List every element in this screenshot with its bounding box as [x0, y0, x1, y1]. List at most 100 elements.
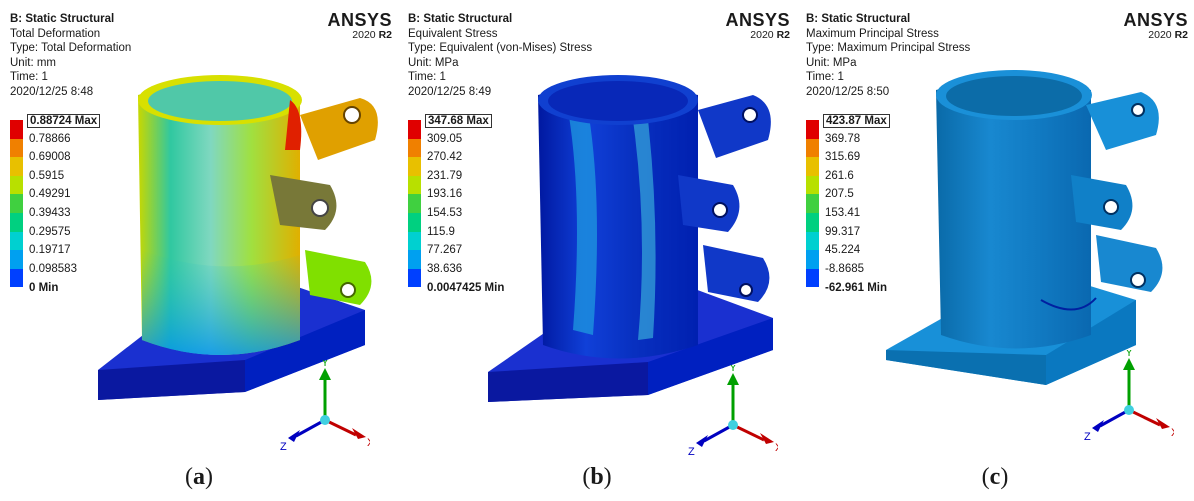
- brand-name: ANSYS: [725, 10, 790, 30]
- brand-name: ANSYS: [327, 10, 392, 30]
- legend-label: 309.05: [427, 132, 463, 145]
- legend-label: 154.53: [427, 206, 463, 219]
- figure-caption: (a): [0, 464, 398, 491]
- axis-z-label: Z: [688, 446, 695, 458]
- legend-swatch: [10, 194, 23, 213]
- legend-label: 0.5915: [29, 169, 65, 182]
- legend-label: 369.78: [825, 132, 861, 145]
- legend-swatch: [408, 175, 421, 195]
- result-info: B: Static Structural Equivalent Stress T…: [408, 12, 592, 100]
- figure-caption: (c): [796, 464, 1194, 491]
- legend-min-label: 0 Min: [29, 281, 59, 294]
- equivalent-stress-contour-model: [488, 75, 773, 402]
- panel-maximum-principal-stress: B: Static Structural Maximum Principal S…: [796, 0, 1194, 501]
- caption-open: (: [185, 464, 193, 490]
- legend-max-label: 347.68 Max: [425, 114, 492, 128]
- result-time: Time: 1: [806, 71, 844, 84]
- legend-label: 315.69: [825, 151, 861, 164]
- ansys-logo: ANSYS 2020 R2: [725, 11, 790, 41]
- legend-label: 38.636: [427, 262, 463, 275]
- legend-swatch: [10, 231, 23, 251]
- caption-letter: c: [989, 464, 1001, 490]
- result-unit: Unit: MPa: [806, 56, 857, 69]
- legend-label: 77.267: [427, 244, 463, 257]
- legend-label: 0.19717: [29, 244, 71, 257]
- legend-label: 0.39433: [29, 206, 71, 219]
- legend-max-label: 423.87 Max: [823, 114, 890, 128]
- legend-swatch: [408, 250, 421, 269]
- axis-x-label: X: [367, 437, 370, 449]
- panel-total-deformation: B: Static Structural Total Deformation T…: [0, 0, 398, 501]
- result-info: B: Static Structural Total Deformation T…: [10, 12, 131, 100]
- legend-label: 0.69008: [29, 151, 71, 164]
- legend-label: 193.16: [427, 188, 463, 201]
- coordinate-triad: Y X Z: [280, 360, 370, 453]
- legend-label: 153.41: [825, 206, 861, 219]
- axis-y-label: Y: [729, 365, 737, 374]
- legend-swatch: [806, 138, 819, 158]
- legend-swatch: [806, 175, 819, 195]
- legend-label: 261.6: [825, 169, 854, 182]
- result-timestamp: 2020/12/25 8:48: [10, 85, 94, 98]
- coordinate-triad: Y X Z: [688, 365, 778, 458]
- axis-x-label: X: [775, 442, 778, 454]
- deformation-contour-model: [98, 75, 378, 400]
- legend-min-label: -62.961 Min: [825, 281, 887, 294]
- legend-swatch: [408, 231, 421, 251]
- legend-swatch: [10, 250, 23, 269]
- legend-swatch: [806, 157, 819, 176]
- legend-swatch: [10, 175, 23, 195]
- legend-swatch: [408, 138, 421, 158]
- axis-z-label: Z: [1084, 431, 1091, 443]
- legend-swatch: [10, 268, 23, 288]
- result-name: Total Deformation: [10, 27, 101, 40]
- caption-letter: b: [590, 464, 604, 490]
- caption-close: ): [603, 464, 612, 490]
- caption-open: (: [582, 464, 591, 490]
- result-type: Type: Equivalent (von-Mises) Stress: [408, 42, 593, 55]
- legend-label: -8.8685: [825, 262, 865, 275]
- result-timestamp: 2020/12/25 8:49: [408, 85, 492, 98]
- legend-label: 270.42: [427, 151, 463, 164]
- panel-equivalent-stress: B: Static Structural Equivalent Stress T…: [398, 0, 796, 501]
- legend-swatch: [806, 120, 819, 139]
- brand-name: ANSYS: [1123, 10, 1188, 30]
- figure-caption: (b): [398, 464, 796, 491]
- result-unit: Unit: MPa: [408, 56, 459, 69]
- result-name: Equivalent Stress: [408, 27, 498, 40]
- result-time: Time: 1: [10, 71, 48, 84]
- legend-swatch: [806, 250, 819, 269]
- analysis-title: B: Static Structural: [10, 13, 115, 25]
- result-unit: Unit: mm: [10, 56, 56, 69]
- legend-swatch: [10, 138, 23, 158]
- legend-label: 231.79: [427, 169, 463, 182]
- version-release: R2: [1174, 29, 1188, 41]
- axis-y-label: Y: [1125, 350, 1133, 359]
- result-name: Maximum Principal Stress: [806, 27, 939, 40]
- ansys-logo: ANSYS 2020 R2: [327, 11, 392, 41]
- legend-swatch: [408, 194, 421, 213]
- analysis-title: B: Static Structural: [806, 13, 911, 25]
- legend-swatch: [408, 120, 421, 139]
- axis-z-label: Z: [280, 441, 287, 453]
- caption-letter: a: [193, 464, 205, 490]
- version-release: R2: [776, 29, 790, 41]
- principal-stress-contour-model: [886, 70, 1163, 385]
- legend-swatch: [408, 268, 421, 288]
- legend-label: 99.317: [825, 225, 861, 238]
- result-time: Time: 1: [408, 71, 446, 84]
- legend-label: 207.5: [825, 188, 854, 201]
- coordinate-triad: Y X Z: [1084, 350, 1174, 443]
- legend-swatch: [806, 212, 819, 232]
- version-release: R2: [378, 29, 392, 41]
- legend-swatch: [10, 212, 23, 232]
- legend-label: 0.49291: [29, 188, 71, 201]
- legend-swatch: [806, 231, 819, 251]
- legend-swatch: [408, 157, 421, 176]
- legend-label: 115.9: [427, 225, 455, 238]
- legend-label: 0.78866: [29, 132, 71, 145]
- analysis-title: B: Static Structural: [408, 13, 513, 25]
- result-info: B: Static Structural Maximum Principal S…: [806, 12, 970, 100]
- result-type: Type: Total Deformation: [10, 42, 132, 55]
- legend-swatch: [408, 212, 421, 232]
